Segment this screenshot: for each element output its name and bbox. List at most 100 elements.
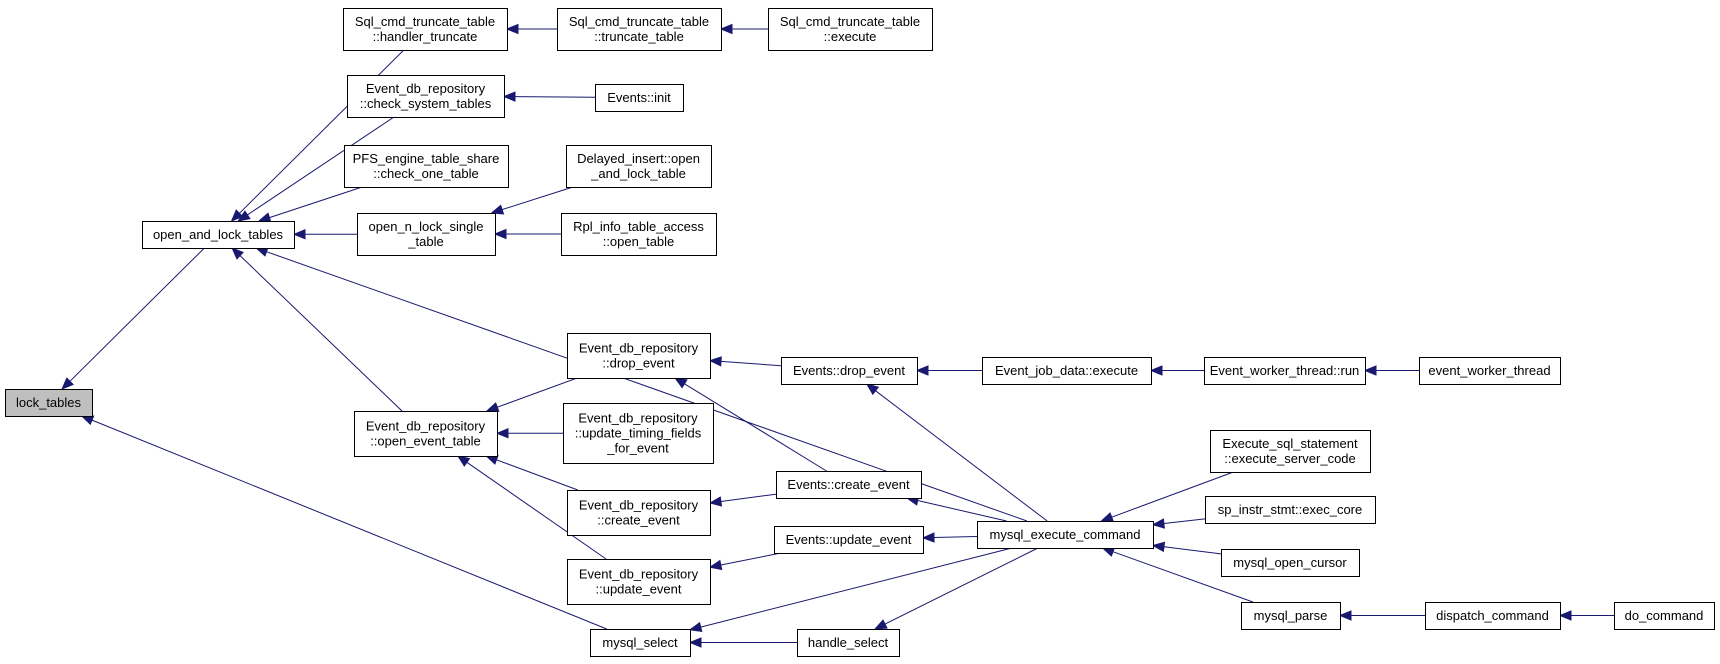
edge-mysql_execute_command-to-events_drop_event [865,383,1048,522]
arrowhead-icon [80,415,95,426]
node-label: handle_select [808,635,889,650]
node-label: do_command [1625,608,1704,623]
node-box [5,389,93,417]
edge-sqlcmd_execute-to-sqlcmd_truncate_table [719,23,768,35]
node-box [343,8,508,51]
edge-line [1112,551,1254,603]
node-label: open_and_lock_tables [153,227,284,242]
node-edr_drop_event[interactable]: Event_db_repository::drop_event [567,333,711,379]
node-box [567,559,711,605]
node-event_worker_thread[interactable]: event_worker_thread [1419,357,1561,385]
edge-events_create_event-to-edr_create_event [708,493,777,507]
arrowhead-icon [1338,610,1352,621]
node-do_command[interactable]: do_command [1614,602,1715,630]
arrowhead-icon [673,377,688,389]
arrowhead-icon [493,228,507,240]
edge-mysql_execute_command-to-mysql_select [688,547,1013,632]
node-execute_server_code[interactable]: Execute_sql_statement::execute_server_co… [1210,430,1371,473]
arrowhead-icon [915,365,929,376]
node-mysql_parse[interactable]: mysql_parse [1241,602,1341,630]
edges-layer [61,23,1614,648]
arrowhead-icon [1558,610,1572,621]
edge-edr_update_timing-to-edr_open_event_table [495,428,564,439]
node-label: Delayed_insert::open [577,151,700,166]
node-sp_instr_exec_core[interactable]: sp_instr_stmt::exec_core [1205,496,1376,524]
edge-line [1163,546,1222,555]
edge-edr_update_event-to-edr_open_event_table [456,455,607,560]
arrowhead-icon [237,210,251,222]
node-event_worker_thread_run[interactable]: Event_worker_thread::run [1204,357,1366,385]
edge-line [720,552,782,566]
arrowhead-icon [688,637,702,648]
node-box [1241,602,1341,630]
node-edr_create_event[interactable]: Event_db_repository::create_event [567,490,711,536]
edge-event_worker_thread_run-to-event_job_data_execute [1149,365,1204,376]
edge-line [700,547,1013,628]
node-event_job_data_execute[interactable]: Event_job_data::execute [982,357,1152,385]
arrowhead-icon [688,621,703,632]
edge-line [501,186,574,211]
node-lock_tables[interactable]: lock_tables [5,389,93,417]
node-label: ::drop_event [602,356,675,371]
node-label: ::open_table [603,234,675,249]
node-mysql_select[interactable]: mysql_select [590,629,691,657]
edge-event_worker_thread-to-event_worker_thread_run [1363,365,1419,376]
node-label: ::execute [824,29,877,44]
node-box [781,357,918,385]
edge-sp_instr_exec_core-to-mysql_execute_command [1151,518,1206,529]
arrowhead-icon [1149,365,1163,376]
arrowhead-icon [292,229,306,240]
nodes-layer: lock_tables open_and_lock_tables mysql_sel… [5,8,1715,657]
node-box [1221,549,1360,577]
node-mysql_open_cursor[interactable]: mysql_open_cursor [1221,549,1360,577]
edge-event_job_data_execute-to-events_drop_event [915,365,982,376]
arrowhead-icon [502,91,516,102]
node-label: Event_db_repository [579,498,699,513]
node-rpl_open_table[interactable]: Rpl_info_table_access::open_table [561,213,717,256]
node-label: Execute_sql_statement [1222,436,1358,451]
node-edr_check_system_tables[interactable]: Event_db_repository::check_system_tables [347,75,505,118]
edge-delayed_insert_open-to-open_n_lock_single_table [490,186,574,215]
node-sqlcmd_truncate_table[interactable]: Sql_cmd_truncate_table::truncate_table [557,8,722,51]
node-label: Events::init [607,90,671,105]
node-sqlcmd_handler_truncate[interactable]: Sql_cmd_truncate_table::handler_truncate [343,8,508,51]
node-events_drop_event[interactable]: Events::drop_event [781,357,918,385]
node-label: ::update_timing_fields [575,426,702,441]
node-label: Sql_cmd_truncate_table [355,14,495,29]
node-mysql_execute_command[interactable]: mysql_execute_command [977,521,1154,549]
node-label: Events::create_event [787,477,910,492]
edge-line [239,255,403,412]
node-box [590,629,691,657]
node-pfs_check_one_table[interactable]: PFS_engine_table_share::check_one_table [344,145,509,188]
node-delayed_insert_open[interactable]: Delayed_insert::open_and_lock_table [566,145,712,188]
edge-pfs_check_one_table-to-open_and_lock_tables [257,186,363,223]
arrowhead-icon [257,212,272,223]
edge-line [497,377,578,408]
node-sqlcmd_execute[interactable]: Sql_cmd_truncate_table::execute [768,8,933,51]
node-open_and_lock_tables[interactable]: open_and_lock_tables [142,221,295,249]
node-edr_update_timing[interactable]: Event_db_repository::update_timing_field… [563,403,714,464]
node-events_init[interactable]: Events::init [595,84,684,112]
edge-line [720,360,782,367]
arrowhead-icon [873,619,888,630]
node-dispatch_command[interactable]: dispatch_command [1425,602,1561,630]
node-label: ::update_event [595,582,681,597]
edge-mysql_open_cursor-to-mysql_execute_command [1151,541,1222,555]
node-events_update_event[interactable]: Events::update_event [774,526,924,554]
edge-line [69,247,205,382]
node-label: Event_worker_thread::run [1210,363,1360,378]
node-label: ::check_one_table [373,166,479,181]
node-label: _and_lock_table [590,166,686,181]
node-handle_select[interactable]: handle_select [797,629,900,657]
edge-line [917,500,1007,522]
node-label: ::truncate_table [594,29,684,44]
node-events_create_event[interactable]: Events::create_event [776,471,922,499]
arrowhead-icon [490,204,505,215]
arrowhead-icon [921,532,935,543]
node-edr_open_event_table[interactable]: Event_db_repository::open_event_table [354,411,498,457]
node-box [1425,602,1561,630]
edge-handle_select-to-mysql_select [688,637,797,648]
node-label: Event_db_repository [366,419,486,434]
node-open_n_lock_single_table[interactable]: open_n_lock_single_table [357,213,496,256]
node-edr_update_event[interactable]: Event_db_repository::update_event [567,559,711,605]
